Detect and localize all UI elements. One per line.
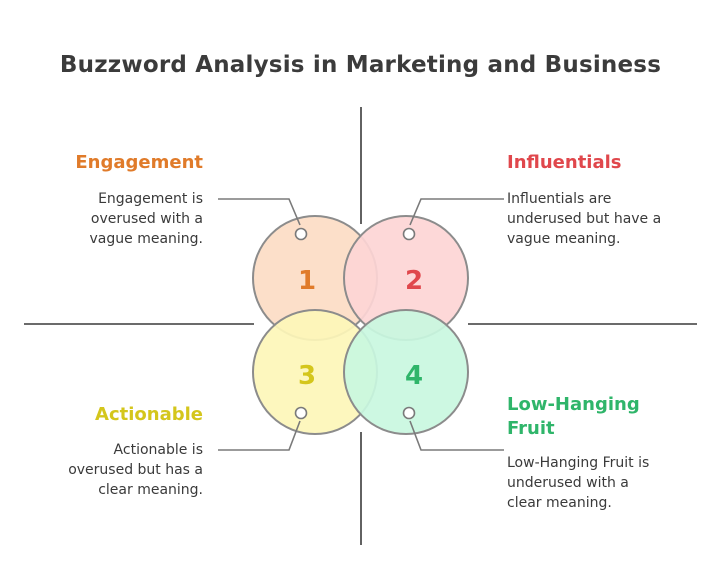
quadrant-3-description: Actionable is overused but has a clear m… [68, 442, 203, 498]
connector-4 [409, 420, 504, 451]
diagram-title: Buzzword Analysis in Marketing and Busin… [59, 52, 662, 78]
circle-number-1: 1 [298, 266, 316, 296]
connector-dot-3 [294, 406, 308, 420]
connector-1 [218, 198, 301, 226]
quadrant-1-description: Engagement is overused with a vague mean… [89, 191, 204, 247]
circle-number-2: 2 [405, 266, 423, 296]
connector-dot-1 [294, 227, 308, 241]
connector-2 [409, 198, 504, 226]
quadrant-2-title: Influentials [507, 152, 622, 173]
quadrant-4-description: Low-Hanging Fruit is underused with a cl… [507, 455, 650, 511]
connector-dot-2 [402, 227, 416, 241]
connector-dot-4 [402, 406, 416, 420]
quadrant-3-title: Actionable [95, 404, 203, 425]
circle-number-3: 3 [298, 361, 316, 391]
quadrant-1-title: Engagement [75, 152, 203, 173]
circle-4 [343, 309, 469, 435]
connector-3 [218, 420, 301, 451]
quadrant-2-description: Influentials are underused but have a va… [507, 191, 662, 247]
circle-number-4: 4 [405, 361, 423, 391]
quadrant-4-title: Low-Hanging Fruit [507, 394, 640, 439]
